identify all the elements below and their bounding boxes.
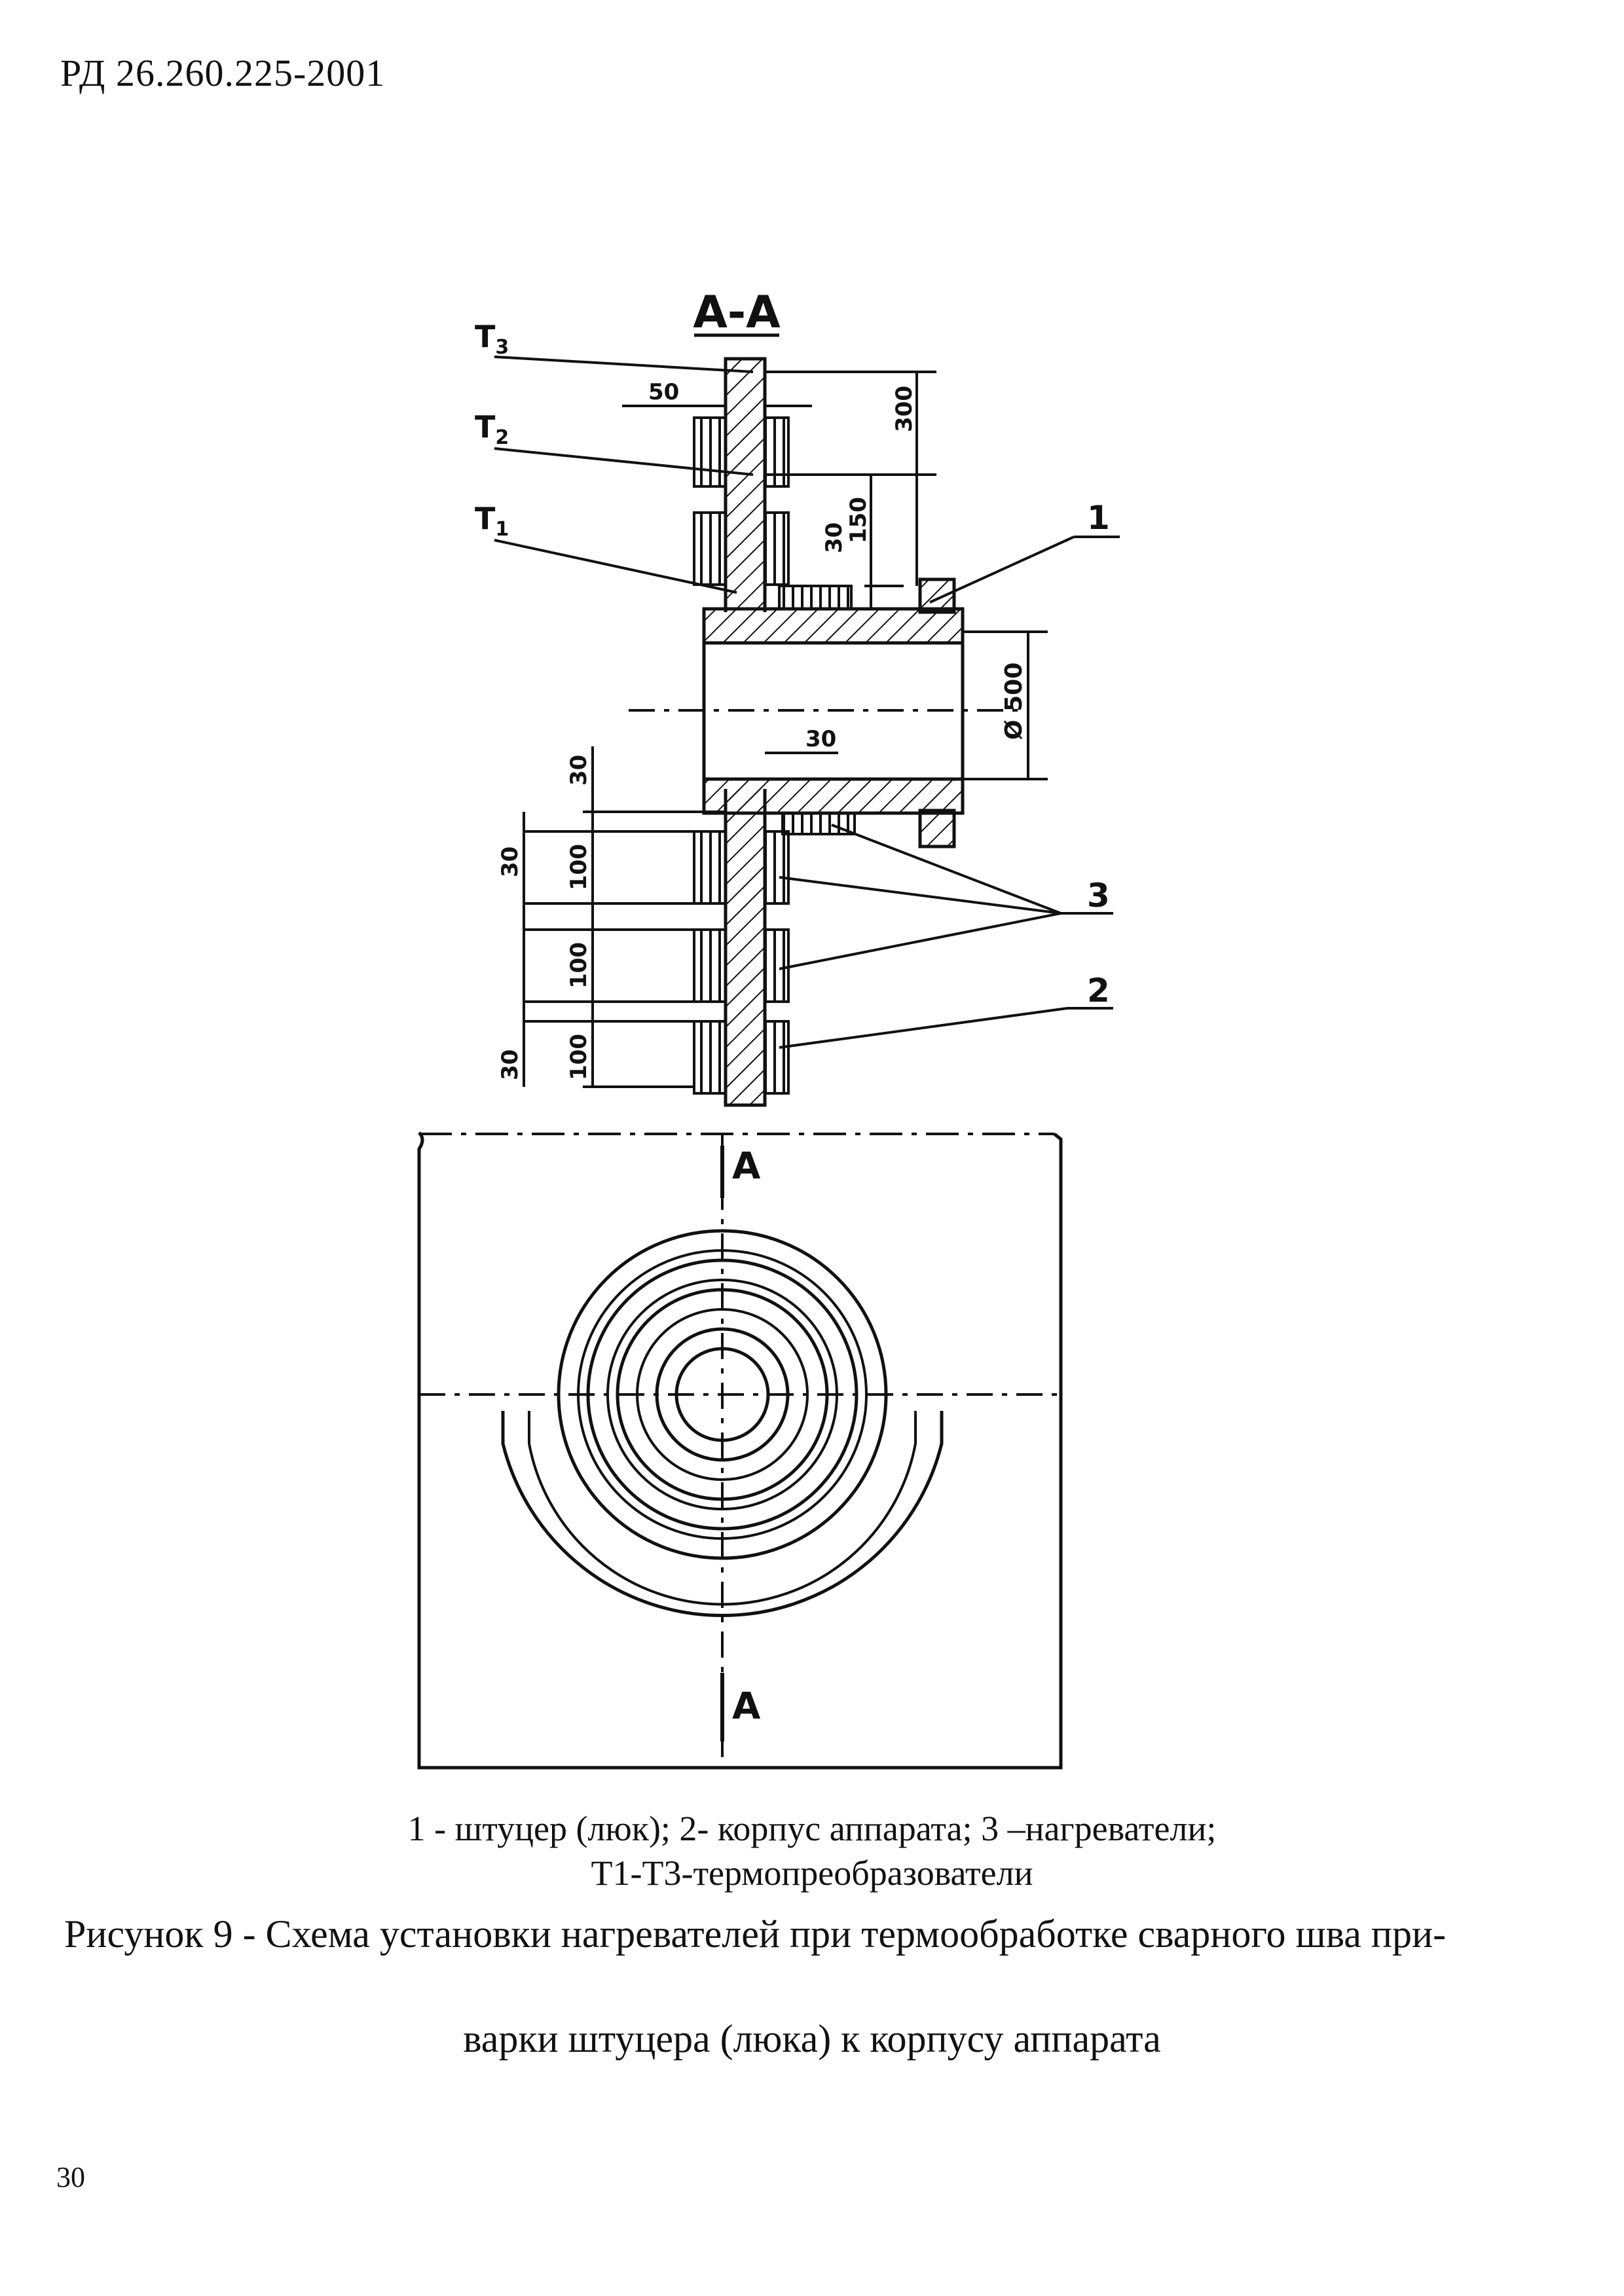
callout-leaders	[779, 824, 1113, 1049]
figure-caption-line-2: варки штуцера (люка) к корпусу аппарата	[463, 2017, 1161, 2060]
figure-caption-line-1: Рисунок 9 - Схема установки нагревателей…	[64, 1912, 1447, 1956]
legend-line-1: 1 - штуцер (люк); 2- корпус аппарата; 3 …	[407, 1809, 1217, 1848]
section-mark-bottom: А	[732, 1685, 761, 1728]
legend-line-2: Т1-Т3-термопреобразователи	[591, 1853, 1033, 1893]
dim-300: 300	[891, 386, 917, 432]
callout-1: 1	[1087, 499, 1110, 537]
upper-dimensions	[622, 371, 1120, 780]
dim-30-top: 30	[821, 522, 847, 553]
dim-left-30-b: 30	[497, 847, 523, 877]
document-code: РД 26.260.225-2001	[60, 52, 386, 94]
left-dimensions	[523, 746, 726, 1088]
dim-left-100-c: 100	[566, 1034, 592, 1080]
label-t1: Т1	[475, 501, 509, 541]
label-t3: Т3	[475, 319, 509, 359]
section-mark-top: А	[732, 1145, 761, 1188]
dim-left-100-a: 100	[566, 844, 592, 890]
dim-150: 150	[845, 497, 872, 543]
page-number: 30	[56, 2161, 85, 2193]
nozzle	[629, 577, 1022, 848]
heaters-upper	[693, 416, 853, 610]
technical-drawing: А-А Т3 Т2 Т1	[417, 287, 1120, 1770]
dim-50: 50	[648, 379, 679, 405]
dim-30-mid: 30	[805, 726, 836, 752]
plan-view	[417, 1131, 1063, 1770]
heaters-lower	[693, 812, 856, 1095]
dim-diameter: Ø 500	[1001, 663, 1027, 740]
label-t2: Т2	[475, 409, 509, 449]
callout-2: 2	[1087, 972, 1110, 1010]
dim-left-100-b: 100	[566, 942, 592, 989]
thermocouple-labels	[494, 355, 754, 594]
dim-left-30-a: 30	[566, 755, 592, 786]
dim-left-30-c: 30	[497, 1049, 523, 1080]
callout-3: 3	[1087, 877, 1110, 915]
section-title: А-А	[693, 287, 781, 338]
